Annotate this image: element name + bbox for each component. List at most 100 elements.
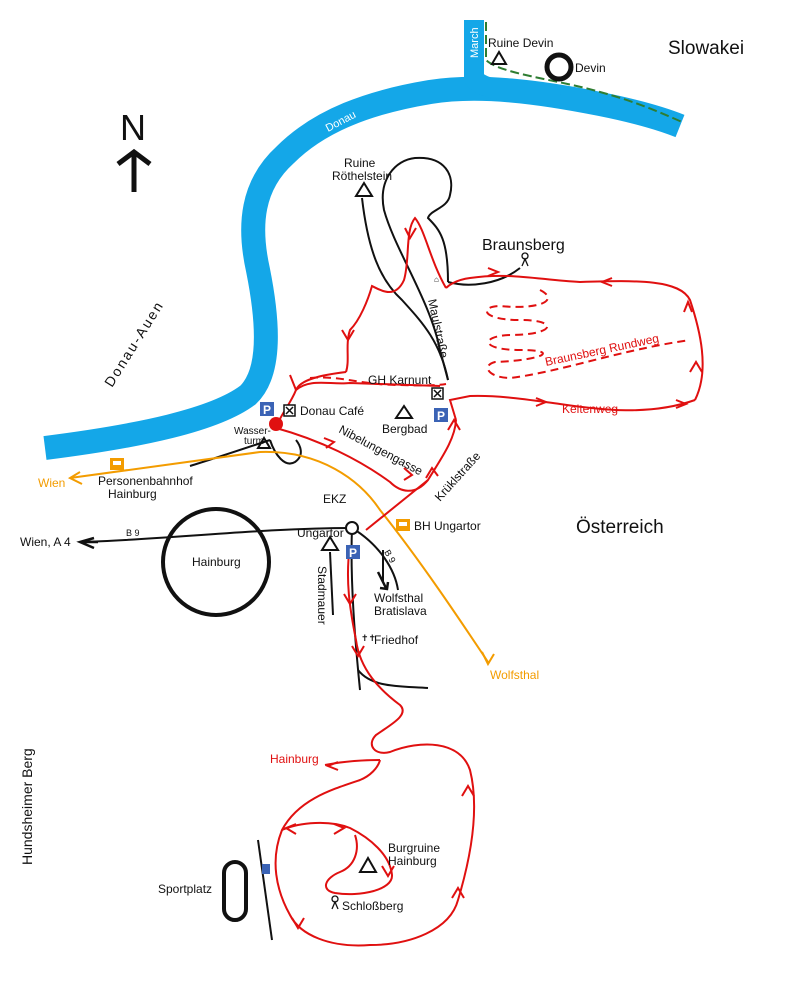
country-austria: Österreich xyxy=(576,517,664,538)
peak-icon xyxy=(358,855,378,873)
trail-arrow-mark xyxy=(689,360,703,373)
rivers xyxy=(43,20,685,460)
label-wasserturm-1: Wasser- xyxy=(234,426,271,437)
railway-west-arrow xyxy=(67,471,83,485)
march-river xyxy=(464,20,561,106)
parking-letter: P xyxy=(349,546,357,560)
trail-arrow-mark xyxy=(535,397,549,407)
cemetery-icon: ✝✝ xyxy=(361,633,376,643)
parking-letter: P xyxy=(437,409,445,423)
label-wien-rail: Wien xyxy=(38,476,65,490)
label-hundsheimer-berg: Hundsheimer Berg xyxy=(19,748,35,865)
trail-nibelungen xyxy=(275,419,457,492)
label-stadmauer: Stadmauer xyxy=(315,566,329,625)
trail-northwest-stub xyxy=(289,374,297,391)
trail-dashed xyxy=(309,289,691,387)
label-wasserturm-2: turm xyxy=(244,436,264,447)
north-arrow-icon xyxy=(116,148,152,192)
label-b9-east: B 9 xyxy=(382,548,397,565)
trail-rundweg xyxy=(445,274,704,401)
country-slovakia: Slowakei xyxy=(668,38,744,59)
label-devin: Devin xyxy=(575,61,606,75)
roads xyxy=(79,156,521,941)
railway xyxy=(67,450,495,667)
restaurant-icons xyxy=(283,387,444,417)
label-ekz: EKZ xyxy=(323,492,346,506)
parking-icon xyxy=(262,864,270,874)
label-ruine-devin: Ruine Devin xyxy=(488,36,553,50)
trail-kruekl xyxy=(448,394,696,421)
parking-letter: P xyxy=(263,403,271,417)
trail-ekz-link xyxy=(365,479,429,531)
trail-arrow-mark xyxy=(451,886,465,899)
trail-arrow-mark xyxy=(343,593,357,606)
label-wolfsthal-bratislava-1: Wolfsthal xyxy=(374,591,423,605)
label-hainburg-town: Hainburg xyxy=(192,555,241,569)
road-friedhof-cross xyxy=(357,669,429,689)
label-friedhof: Friedhof xyxy=(374,633,419,647)
parking-icon xyxy=(346,545,360,559)
devin-ring xyxy=(544,52,574,82)
road-rothelstein xyxy=(361,197,449,381)
national-border xyxy=(485,22,683,123)
road-ungartor-east xyxy=(351,527,399,591)
trail-arrow-mark xyxy=(599,277,613,287)
label-gh-karnunt: GH Karnunt xyxy=(368,373,432,387)
arrow-wolfsthal-bratislava xyxy=(376,571,390,591)
castle-ruin-icon: ⌂ xyxy=(434,275,439,284)
label-bergbad: Bergbad xyxy=(382,422,427,436)
ungartor-roundabout xyxy=(345,521,359,535)
trail-arrow-mark xyxy=(333,823,347,835)
north-label: N xyxy=(120,107,146,148)
road-stadmauer xyxy=(329,551,334,616)
label-hainburg-trail: Hainburg xyxy=(270,752,319,766)
peak-icon xyxy=(354,181,374,197)
label-sportplatz: Sportplatz xyxy=(158,882,212,896)
trail-arrow-mark xyxy=(403,467,414,481)
arrow-wien-a4 xyxy=(76,536,98,550)
north-arrow: N xyxy=(116,107,152,192)
trail-arrow-mark xyxy=(487,267,501,277)
label-keltenweg: Keltenweg xyxy=(562,402,618,416)
maulstrasse-road xyxy=(381,156,453,381)
trail-arrow-mark xyxy=(683,299,693,313)
peak-icon xyxy=(394,404,414,419)
peak-icon xyxy=(490,50,508,65)
viewpoint-icons xyxy=(331,252,529,910)
trail-arrow-mark xyxy=(675,399,689,409)
label-ungartor: Ungartor xyxy=(297,526,344,540)
trail-burgruine xyxy=(281,821,394,896)
label-bh-ungartor: BH Ungartor xyxy=(414,519,481,533)
label-donau-cafe: Donau Café xyxy=(300,404,364,418)
trail-west-loop xyxy=(275,371,347,429)
station-icons xyxy=(110,458,410,531)
label-march: March xyxy=(469,27,481,58)
label-personenbahnhof-2: Hainburg xyxy=(108,487,157,501)
trail-arrow-mark xyxy=(404,227,417,241)
labels: Slowakei Österreich Ruine Devin Devin Ma… xyxy=(19,27,744,913)
peaks xyxy=(256,50,508,873)
trail-arrow-mark xyxy=(461,784,475,797)
road-arrows xyxy=(76,536,390,591)
trail-arrow-mark xyxy=(341,329,355,342)
trail-arrow-mark xyxy=(291,917,305,930)
trail-hainburg-branch xyxy=(324,759,381,766)
sportplatz-track xyxy=(222,860,248,922)
trail-arrows xyxy=(283,227,703,930)
label-ruine-rothelstein-2: Röthelstein xyxy=(332,169,392,183)
danube-river xyxy=(43,76,685,460)
trail-arrow-mark xyxy=(283,823,297,835)
peak-icon xyxy=(320,535,340,551)
label-donau-auen: Donau-Auen xyxy=(101,297,167,389)
trail-karnunt xyxy=(295,381,441,391)
label-maulstrasse: Maulstraße xyxy=(425,298,451,360)
trail-arrow-mark xyxy=(447,418,461,431)
label-b9-west: B 9 xyxy=(126,528,140,538)
parking-icon xyxy=(434,408,448,422)
label-wien-a4: Wien, A 4 xyxy=(20,535,71,549)
trail-arrow-mark xyxy=(325,761,339,771)
label-wolfsthal-bratislava-2: Bratislava xyxy=(374,604,427,618)
railway-east-arrow xyxy=(481,651,495,667)
trail-arrow-mark xyxy=(425,466,439,479)
